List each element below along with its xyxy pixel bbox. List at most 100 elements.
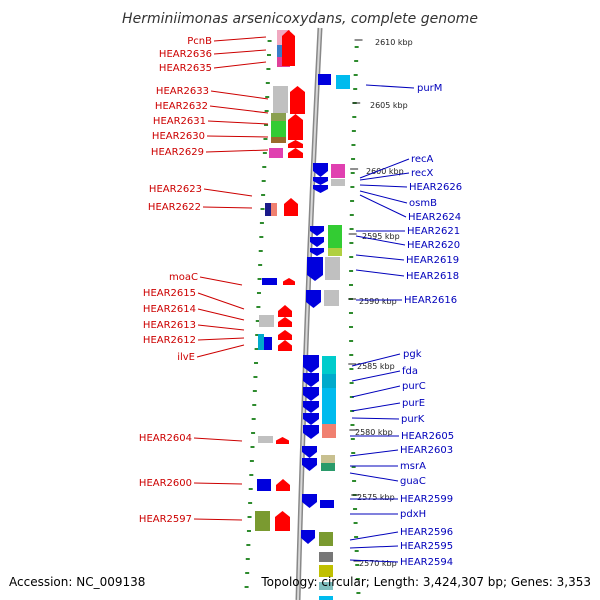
ring-dash xyxy=(351,452,356,454)
leader-line xyxy=(349,449,399,457)
accession-text: Accession: NC_009138 xyxy=(9,575,145,589)
gene-box xyxy=(255,511,270,531)
ring-dash xyxy=(352,480,357,482)
leader-line xyxy=(193,437,243,442)
leader-line xyxy=(209,105,269,114)
gene-box xyxy=(271,203,277,216)
gene-box xyxy=(259,315,274,327)
forward-gene-arrow xyxy=(282,30,295,66)
ring-dash xyxy=(349,228,354,230)
ring-dash xyxy=(248,502,253,504)
leader-line xyxy=(199,276,243,286)
ring-dash xyxy=(253,376,258,378)
leader-line xyxy=(210,90,269,100)
forward-gene-arrow xyxy=(276,479,290,491)
reverse-gene-arrow xyxy=(306,290,321,308)
forward-gene-arrow xyxy=(283,278,295,285)
ring-dash xyxy=(249,460,254,462)
ring-dash xyxy=(349,326,354,328)
forward-gene-arrow xyxy=(288,148,303,158)
gene-label: HEAR2616 xyxy=(404,295,457,306)
tick-label: 2605 kbp xyxy=(370,101,408,110)
gene-label: HEAR2626 xyxy=(409,182,462,193)
ring-dash xyxy=(265,82,270,84)
forward-gene-arrow xyxy=(284,198,298,216)
ring-dash xyxy=(354,550,359,552)
forward-gene-arrow xyxy=(278,305,292,317)
leader-line xyxy=(351,402,401,412)
tick-labels: 2610 kbp 2605 kbp 2600 kbp 2595 kbp 2590… xyxy=(348,38,413,568)
reverse-gene-arrow xyxy=(313,185,328,193)
ring-dash xyxy=(261,180,266,182)
forward-gene-arrow xyxy=(275,511,290,531)
ring-dash xyxy=(255,320,260,322)
tick-label: 2585 kbp xyxy=(357,362,395,371)
reverse-gene-box xyxy=(264,337,272,350)
gene-box xyxy=(336,75,350,89)
gene-box xyxy=(273,86,288,113)
leader-line xyxy=(207,120,269,125)
gene-box xyxy=(319,565,333,577)
right-gene-labels: purM recA recX HEAR2626 osmB HEAR2624 HE… xyxy=(400,83,462,568)
leader-line xyxy=(359,184,408,188)
reverse-gene-arrow xyxy=(303,401,319,413)
gene-label: HEAR2629 xyxy=(151,147,204,158)
ring-dash xyxy=(250,446,255,448)
leader-line xyxy=(365,84,415,89)
ring-dash xyxy=(245,558,250,560)
gene-label: HEAR2597 xyxy=(139,514,192,525)
ring-dash xyxy=(353,522,358,524)
leader-line xyxy=(351,370,401,382)
tick-label: 2595 kbp xyxy=(362,232,400,241)
ring-dash xyxy=(354,46,359,48)
gene-label: HEAR2624 xyxy=(408,212,461,223)
ring-dash xyxy=(248,488,253,490)
gene-label: HEAR2623 xyxy=(149,184,202,195)
leader-line xyxy=(351,417,400,420)
gene-label: HEAR2613 xyxy=(143,320,196,331)
reverse-gene-arrow xyxy=(303,387,319,401)
reverse-gene-arrow xyxy=(303,355,319,373)
gene-label: HEAR2621 xyxy=(407,226,460,237)
leader-line xyxy=(197,324,245,331)
ring-dash xyxy=(261,194,266,196)
ring-dash xyxy=(349,340,354,342)
ring-dash xyxy=(249,474,254,476)
gene-label: recX xyxy=(411,168,434,179)
ring-dash xyxy=(244,586,249,588)
ring-dash xyxy=(257,278,262,280)
ring-dash xyxy=(350,200,355,202)
gene-label: HEAR2612 xyxy=(143,335,196,346)
reverse-gene-arrow xyxy=(302,458,317,471)
reverse-gene-arrow xyxy=(301,530,315,544)
gene-label: HEAR2614 xyxy=(143,304,196,315)
ring-dash xyxy=(351,158,356,160)
leader-line xyxy=(359,172,410,181)
ring-dash xyxy=(349,256,354,258)
ring-dash xyxy=(348,312,353,314)
leader-line xyxy=(355,235,406,246)
gene-box xyxy=(331,164,345,178)
gene-label: pdxH xyxy=(400,509,426,520)
gene-label: fda xyxy=(402,366,418,377)
leader-line xyxy=(351,385,401,398)
gene-box xyxy=(319,552,333,562)
gene-box xyxy=(322,388,336,408)
ring-dash xyxy=(350,172,355,174)
reverse-gene-arrow xyxy=(302,446,317,458)
ring-dash xyxy=(351,466,356,468)
reverse-gene-arrow xyxy=(303,373,319,387)
ring-dash xyxy=(246,530,251,532)
map-title: Herminiimonas arsenicoxydans, complete g… xyxy=(122,11,478,27)
ring-dash xyxy=(349,354,354,356)
left-leader-lines xyxy=(193,36,269,521)
ring-dash xyxy=(356,592,361,594)
gene-label: HEAR2619 xyxy=(406,255,459,266)
gene-box xyxy=(271,121,286,137)
gene-box xyxy=(324,290,339,306)
gene-box xyxy=(271,113,286,121)
reverse-gene-arrow xyxy=(310,237,324,247)
ring-dash xyxy=(353,88,358,90)
tick-label: 2590 kbp xyxy=(359,297,397,306)
ring-dash xyxy=(349,242,354,244)
